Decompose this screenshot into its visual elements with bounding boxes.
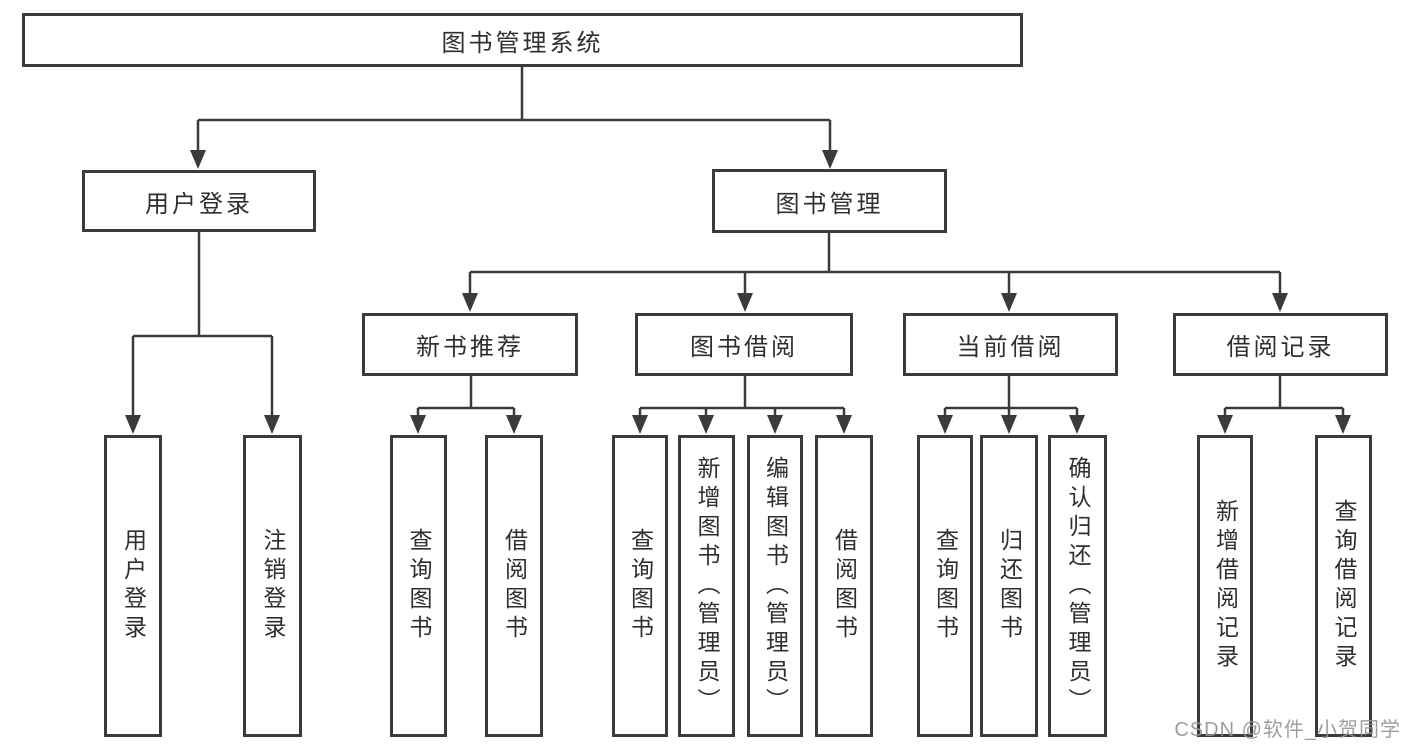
leaf-user-login: 用户登录: [104, 435, 162, 737]
node-label: 新书推荐: [416, 334, 524, 361]
leaf-label: 借阅图书: [501, 528, 528, 644]
arrowheads: [125, 150, 1351, 434]
leaf-label: 用户登录: [120, 528, 147, 644]
leaf-label: 查询图书: [406, 528, 432, 644]
leaf-record-query: 查询借阅记录: [1315, 435, 1372, 737]
leaf-label: 新增图书（管理员）: [694, 455, 720, 717]
node-label: 借阅记录: [1226, 334, 1335, 361]
leaf-return-book: 归还图书: [980, 435, 1038, 737]
leaf-borrow-book: 借阅图书: [815, 435, 873, 737]
leaf-current-query: 查询图书: [917, 435, 973, 737]
node-borrow-records: 借阅记录: [1173, 313, 1388, 376]
leaf-label: 借阅图书: [831, 528, 858, 644]
node-user-login: 用户登录: [82, 170, 316, 232]
leaf-label: 新增借阅记录: [1212, 499, 1239, 673]
leaf-label: 归还图书: [996, 528, 1023, 644]
node-book-borrow: 图书借阅: [635, 313, 853, 376]
node-current-borrow: 当前借阅: [903, 313, 1118, 376]
node-label: 图书管理系统: [441, 29, 604, 57]
leaf-label: 查询图书: [932, 528, 959, 644]
leaf-borrow-query: 查询图书: [612, 435, 668, 737]
leaf-newbook-borrow: 借阅图书: [485, 435, 543, 737]
leaf-label: 注销登录: [260, 528, 286, 644]
node-label: 用户登录: [145, 190, 253, 218]
leaf-borrow-add-admin: 新增图书（管理员）: [678, 435, 735, 737]
node-label: 图书借阅: [690, 334, 798, 361]
leaf-logout: 注销登录: [243, 435, 302, 737]
leaf-borrow-edit-admin: 编辑图书（管理员）: [747, 435, 803, 737]
leaf-label: 查询图书: [627, 528, 654, 644]
leaf-label: 编辑图书（管理员）: [762, 455, 789, 717]
leaf-newbook-query: 查询图书: [390, 435, 447, 737]
leaf-record-add: 新增借阅记录: [1197, 435, 1253, 737]
leaf-label: 确认归还（管理员）: [1065, 455, 1091, 717]
leaf-label: 查询借阅记录: [1331, 499, 1357, 673]
node-new-book-recommend: 新书推荐: [362, 313, 578, 376]
node-label: 图书管理: [775, 190, 884, 218]
leaf-confirm-return-admin: 确认归还（管理员）: [1048, 435, 1107, 737]
watermark-text: CSDN @软件_小贺同学: [1174, 719, 1401, 741]
node-book-management: 图书管理: [712, 169, 947, 233]
node-root-system: 图书管理系统: [22, 13, 1023, 67]
node-label: 当前借阅: [956, 334, 1065, 361]
